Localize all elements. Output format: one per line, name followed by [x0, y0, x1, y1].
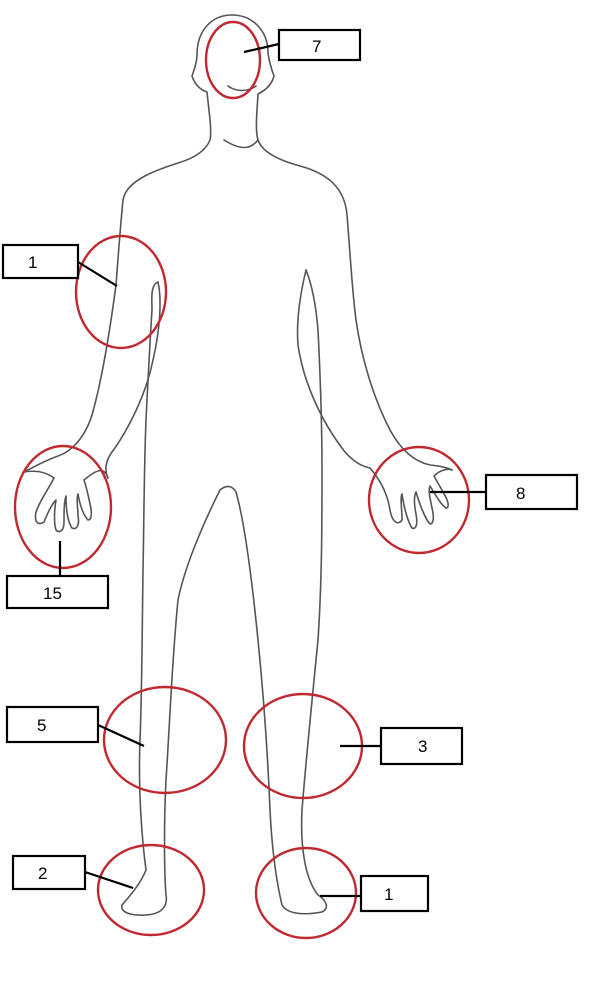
left-foot-count-label: 1	[384, 885, 393, 904]
body-outline	[23, 14, 453, 916]
head-count-box: 7	[277, 28, 362, 62]
right-upper-arm-count-box: 1	[1, 243, 80, 280]
left-knee-count-box: 3	[379, 726, 464, 766]
region-circles	[13, 20, 471, 940]
right-foot-count-label: 2	[38, 864, 47, 883]
right-foot-leader	[84, 870, 134, 890]
head-leader	[243, 42, 280, 54]
right-hand-count-label: 15	[43, 584, 62, 603]
left-hand-circle	[367, 445, 471, 555]
head-circle	[204, 20, 262, 100]
head-count-label: 7	[312, 37, 321, 56]
left-foot-count-box: 1	[359, 874, 430, 913]
right-upper-arm-leader	[77, 261, 118, 287]
right-knee-leader	[97, 723, 145, 748]
left-foot-circle	[254, 846, 358, 940]
right-foot-count-box: 2	[11, 854, 87, 891]
left-hand-drawing	[369, 467, 453, 530]
left-hand-count-label: 8	[516, 484, 525, 503]
right-hand-circle	[13, 444, 113, 570]
right-knee-count-box: 5	[5, 705, 100, 744]
right-knee-circle	[102, 685, 228, 795]
leader-lines	[58, 42, 486, 898]
right-upper-arm-circle	[74, 234, 168, 350]
left-hand-count-box: 8	[484, 473, 579, 511]
count-label-boxes: 7 1 15 8 5 3 2 1	[1, 28, 579, 913]
left-knee-count-label: 3	[418, 737, 427, 756]
right-hand-count-box: 15	[5, 574, 110, 610]
right-hand-drawing	[23, 469, 109, 533]
right-knee-count-label: 5	[37, 716, 46, 735]
right-foot-circle	[96, 843, 206, 937]
right-upper-arm-count-label: 1	[28, 253, 37, 272]
